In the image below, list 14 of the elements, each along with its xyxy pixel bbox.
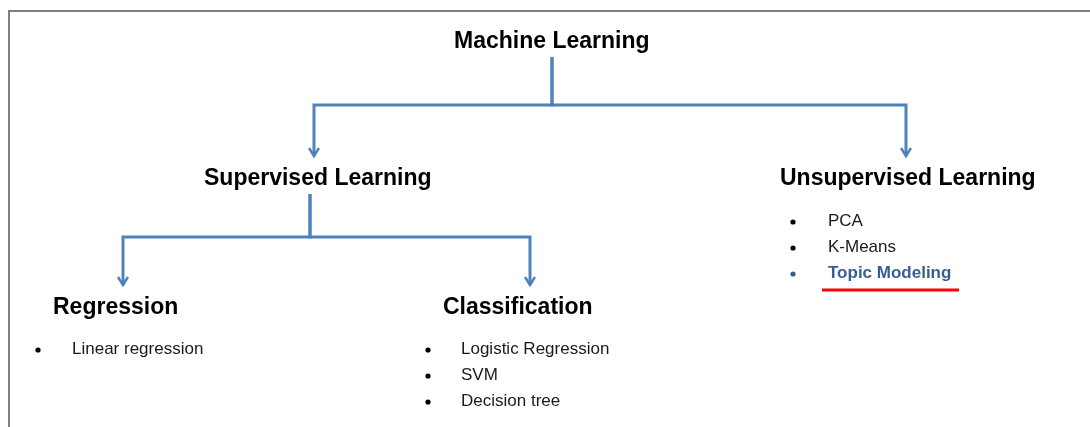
arrow (308, 194, 537, 287)
list-item: Topic Modeling (828, 263, 952, 284)
list-item: Linear regression (72, 339, 204, 360)
arrow (550, 57, 913, 158)
list-item: SVM (461, 365, 498, 386)
category-heading: Regression (53, 293, 179, 320)
list-item: Logistic Regression (461, 339, 610, 360)
category-heading: Unsupervised Learning (780, 164, 1036, 191)
list-item: Decision tree (461, 391, 561, 412)
category-heading: Classification (443, 293, 593, 320)
category-heading: Supervised Learning (204, 164, 432, 191)
category-heading: Machine Learning (454, 27, 650, 54)
list-item: PCA (828, 211, 863, 232)
list-item: K-Means (828, 237, 897, 258)
